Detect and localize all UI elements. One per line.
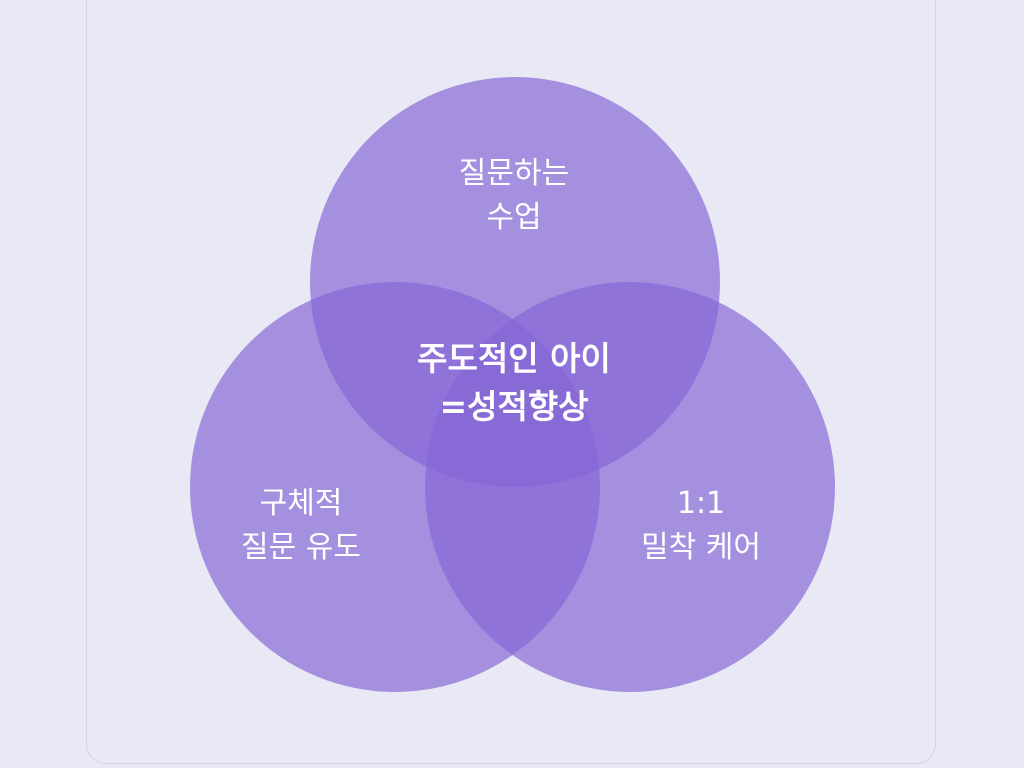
circle-left-label: 구체적 질문 유도 [191, 482, 411, 569]
circle-top-label: 질문하는 수업 [414, 152, 614, 239]
circle-top-label-line-1: 질문하는 [458, 156, 570, 191]
circle-left-label-line-1: 구체적 [259, 486, 343, 521]
card-frame [86, 0, 936, 764]
circle-left-label-line-2: 질문 유도 [241, 529, 361, 565]
circle-right-label-line-2: 밀착 케어 [641, 529, 761, 565]
circle-top-label-line-2: 수업 [486, 199, 542, 235]
circle-right-label: 1:1 밀착 케어 [591, 482, 811, 569]
circle-right [425, 282, 835, 692]
center-intersection-label: 주도적인 아이 =성적향상 [364, 335, 664, 431]
circle-right-label-line-1: 1:1 [676, 486, 726, 521]
center-label-line-1: 주도적인 아이 [417, 339, 611, 378]
center-label-line-2: =성적향상 [439, 386, 589, 426]
